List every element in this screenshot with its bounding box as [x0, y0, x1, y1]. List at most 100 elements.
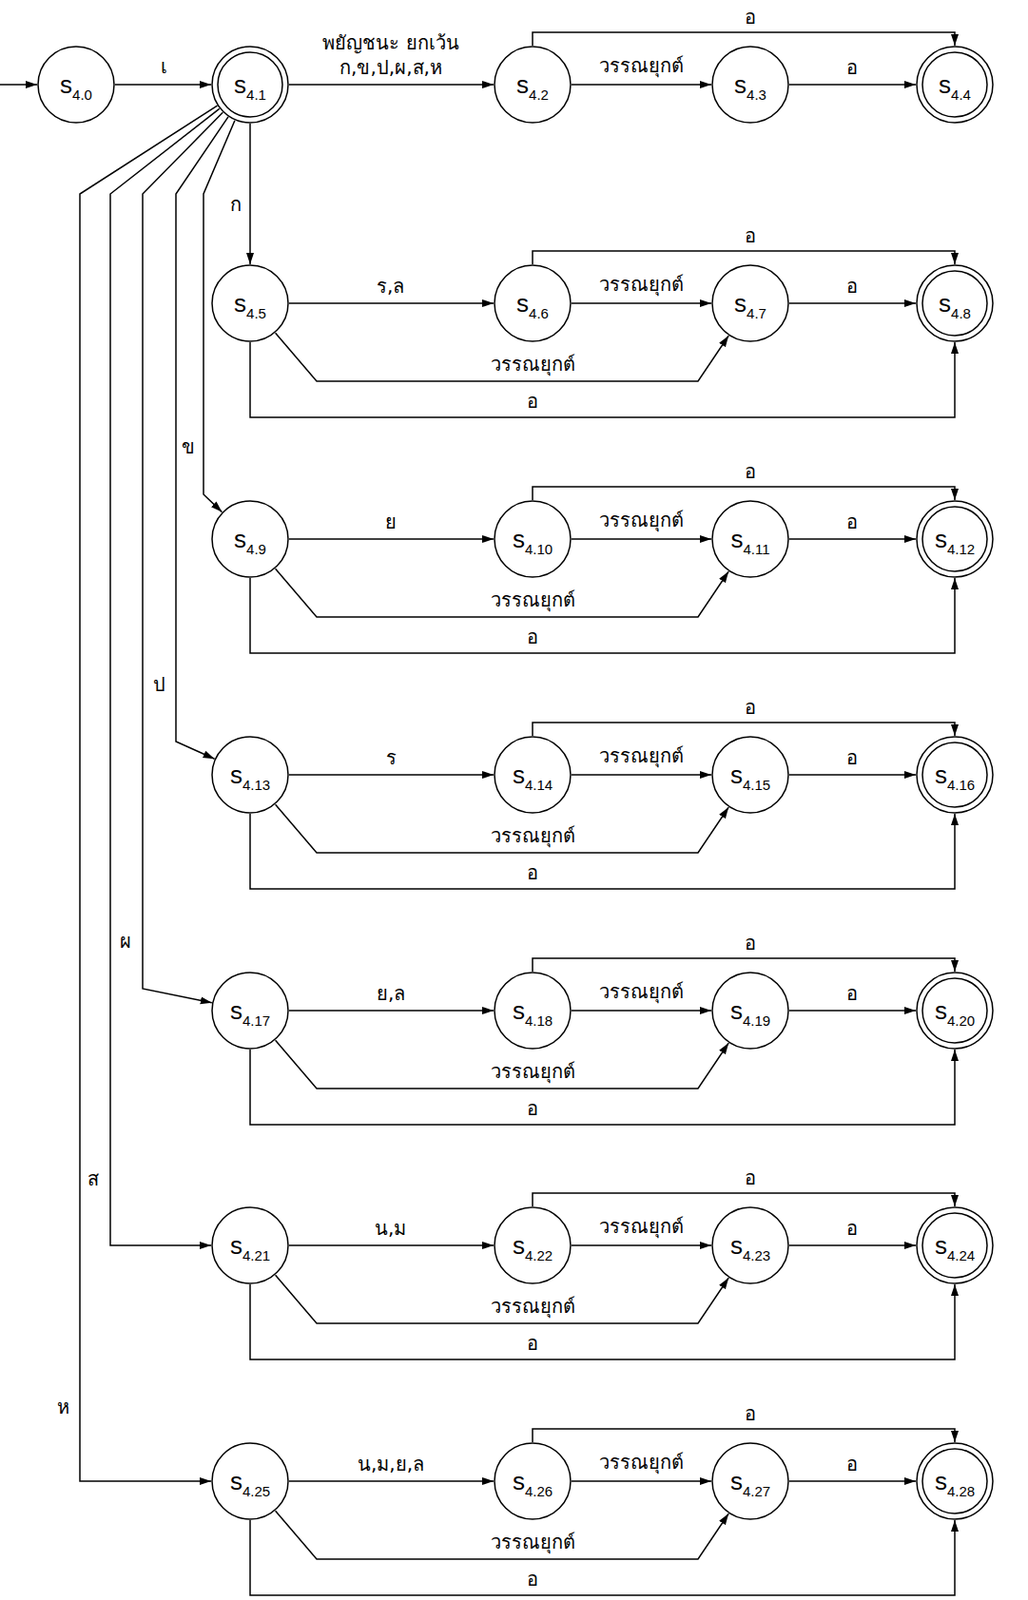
transition-arrow	[289, 774, 494, 776]
transition-label: ย	[383, 509, 399, 535]
state-shape	[211, 1442, 290, 1521]
transition-label: วรรณยุกต์	[597, 507, 686, 533]
state-shape	[493, 500, 572, 579]
state-label: s4.25	[230, 1469, 271, 1494]
transition-label: น,ม	[372, 1216, 408, 1242]
state-outline	[212, 1207, 289, 1284]
transition-label: ผ	[117, 929, 134, 954]
state-index: 4.24	[947, 1247, 975, 1264]
transition-label: วรรณยุกต์	[488, 351, 578, 377]
state-circle: s4.13	[211, 736, 290, 815]
state-shape	[711, 1206, 790, 1285]
state-outline	[712, 737, 789, 814]
state-index: 4.16	[947, 776, 975, 794]
state-name: s	[934, 1231, 948, 1261]
state-shape	[37, 45, 116, 124]
transition-arrow	[571, 1480, 712, 1483]
state-outline	[217, 52, 283, 117]
state-shape	[493, 264, 572, 343]
transition-label: อ	[844, 745, 860, 771]
state-index: 4.20	[947, 1012, 975, 1029]
transition-label: วรรณยุกต์	[488, 1059, 578, 1085]
state-label: s4.1	[233, 72, 267, 97]
transition-label: อ	[844, 1452, 860, 1477]
accept-state: s4.20	[915, 971, 994, 1050]
state-name: s	[233, 524, 247, 554]
transition-arrow	[571, 1244, 712, 1247]
state-outline	[916, 265, 993, 342]
state-outline	[916, 737, 993, 814]
state-circle: s4.0	[37, 45, 116, 124]
state-label: s4.16	[934, 762, 975, 788]
transition-arrow	[571, 774, 712, 776]
state-name: s	[512, 996, 525, 1026]
state-label: s4.13	[230, 762, 271, 788]
transition-arrow	[532, 32, 955, 46]
state-shape	[493, 971, 572, 1050]
state-outline	[916, 501, 993, 578]
state-label: s4.27	[730, 1469, 771, 1494]
transition-arrow	[532, 958, 955, 972]
state-name: s	[934, 760, 948, 790]
state-label: s4.6	[516, 290, 549, 316]
state-outline	[712, 46, 789, 123]
state-outline	[922, 1449, 988, 1514]
transition-label: วรรณยุกต์	[597, 979, 686, 1005]
transition-arrow	[275, 804, 730, 854]
state-outline	[494, 1443, 571, 1520]
transition-arrow	[110, 108, 220, 1246]
transition-label: อ	[524, 388, 541, 414]
state-label: s4.23	[730, 1233, 771, 1259]
transition-label: อ	[742, 931, 758, 956]
transition-label: วรรณยุกต์	[488, 1530, 578, 1555]
state-label: s4.21	[230, 1233, 271, 1259]
state-outline	[712, 1443, 789, 1520]
transition-label: ส	[85, 1166, 101, 1192]
state-outline	[212, 501, 289, 578]
state-outline	[494, 737, 571, 814]
state-circle: s4.17	[211, 971, 290, 1050]
accept-state: s4.4	[915, 45, 994, 124]
transition-arrow	[789, 302, 916, 305]
state-name: s	[516, 70, 529, 99]
state-index: 4.25	[242, 1483, 271, 1500]
transition-arrow	[275, 1511, 730, 1560]
state-index: 4.28	[947, 1483, 975, 1500]
state-label: s4.3	[734, 72, 767, 97]
state-name: s	[730, 996, 743, 1026]
state-name: s	[938, 70, 951, 99]
state-name: s	[734, 289, 747, 318]
state-index: 4.7	[746, 305, 767, 322]
state-index: 4.5	[246, 305, 267, 322]
state-label: s4.15	[730, 762, 771, 788]
state-outline	[922, 742, 988, 808]
transition-arrow	[789, 83, 916, 86]
state-shape	[915, 1206, 994, 1285]
transition-arrow	[275, 1040, 730, 1089]
transition-label: อ	[742, 4, 758, 30]
state-name: s	[934, 524, 948, 554]
transition-label: วรรณยุกต์	[597, 1450, 686, 1475]
state-circle: s4.15	[711, 736, 790, 815]
state-name: s	[730, 760, 743, 790]
state-label: s4.20	[934, 998, 975, 1024]
state-name: s	[233, 70, 247, 99]
start-arrow	[0, 83, 38, 86]
state-shape	[211, 971, 290, 1050]
state-name: s	[230, 1467, 243, 1496]
state-circle: s4.22	[493, 1206, 572, 1285]
accept-state: s4.16	[915, 736, 994, 815]
transition-label: อ	[844, 1216, 860, 1242]
state-name: s	[230, 996, 243, 1026]
state-index: 4.0	[72, 86, 93, 103]
state-index: 4.23	[742, 1247, 771, 1264]
state-shape	[915, 736, 994, 815]
state-label: s4.12	[934, 526, 975, 552]
state-label: s4.10	[512, 526, 553, 552]
state-outline	[494, 501, 571, 578]
state-name: s	[512, 1467, 525, 1496]
state-shape	[915, 45, 994, 124]
state-circle: s4.27	[711, 1442, 790, 1521]
transition-arrow	[532, 722, 955, 737]
state-circle: s4.14	[493, 736, 572, 815]
